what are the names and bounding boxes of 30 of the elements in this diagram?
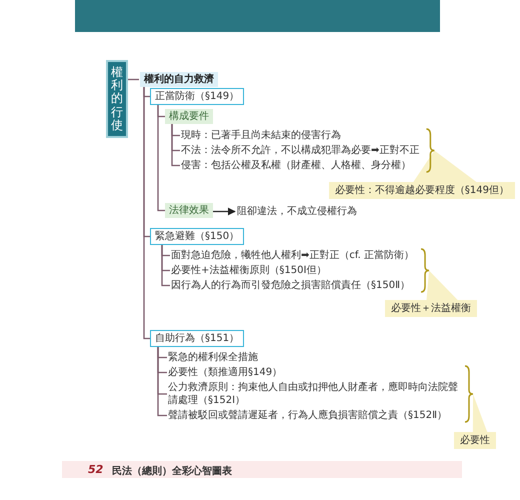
topic-box: 自助行為（§151） bbox=[150, 330, 244, 347]
item-text: 侵害：包括公權及私權（財產權、人格權、身分權） bbox=[180, 159, 412, 172]
tree-connector bbox=[157, 105, 165, 212]
title-block: 權利的行使 bbox=[106, 60, 128, 138]
item-text: 緊急的權利保全措施 bbox=[167, 351, 259, 364]
topic-box: 正當防衛（§149） bbox=[150, 88, 244, 105]
item-text: 公力救濟原則：拘束他人自由或扣押他人財產者，應即時向法院聲請處理（§152Ⅰ） bbox=[167, 381, 459, 407]
callout-note: 必要性＋法益權衡 bbox=[385, 300, 478, 317]
item-text: 因行為人的行為而引發危險之損害賠償責任（§150Ⅱ） bbox=[170, 279, 412, 292]
item-text: 阻卻違法，不成立侵權行為 bbox=[236, 205, 358, 218]
arrow bbox=[213, 208, 236, 216]
tree-connector bbox=[171, 124, 180, 166]
section-heading: 權利的自力救濟 bbox=[140, 72, 218, 87]
tree-connector bbox=[157, 347, 167, 416]
subtopic-tag: 法律效果 bbox=[165, 203, 213, 218]
item-text: 必要性（類推適用§149） bbox=[167, 366, 284, 379]
item-text: 聲請被駁回或聲請遲延者，行為人應負損害賠償之責（§152Ⅱ） bbox=[167, 409, 448, 422]
subtopic-tag: 構成要件 bbox=[165, 109, 213, 124]
item-text: 必要性+法益權衡原則（§150Ⅰ但） bbox=[170, 264, 328, 277]
tree-connector bbox=[161, 245, 170, 286]
callout-note: 必要性 bbox=[454, 432, 496, 449]
item-text: 不法：法令所不允許，不以構成犯罪為必要➡正對不正 bbox=[180, 144, 420, 157]
topic-box: 緊急避難（§150） bbox=[150, 228, 244, 245]
page-number: 52 bbox=[88, 463, 104, 476]
item-text: 現時：已著手且尚未結束的侵害行為 bbox=[180, 129, 342, 142]
book-title: 民法（總則）全彩心智圖表 bbox=[112, 464, 232, 478]
item-text: 面對急迫危險，犧牲他人權利➡正對正（cf. 正當防衛） bbox=[170, 249, 416, 262]
callout-note: 必要性：不得逾越必要程度（§149但） bbox=[328, 182, 515, 199]
tree-connector bbox=[128, 78, 139, 80]
tree-connector bbox=[143, 87, 150, 340]
